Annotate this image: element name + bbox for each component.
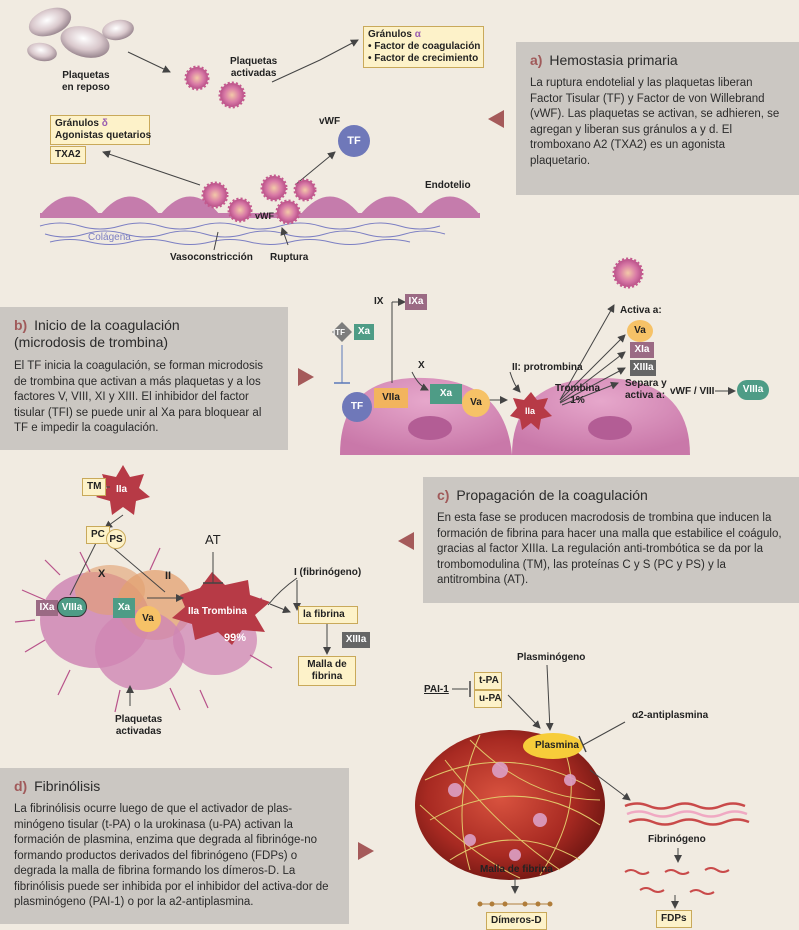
panel-a: a) Hemostasia primaria La ruptura endote… [516, 42, 799, 195]
iia-thrombin-label: IIa Trombina [188, 606, 247, 617]
panel-b-text: El TF inicia la coagulación, se forman m… [14, 360, 264, 434]
ps-circle: PS [106, 529, 126, 549]
panel-c-pointer [398, 532, 414, 550]
panel-c: c) Propagación de la coagulación En esta… [423, 477, 799, 603]
delta-granules-box: Gránulos δ Agonistas quetarios [50, 115, 151, 145]
plasmin-ellipse [523, 733, 583, 759]
panel-a-title: a) Hemostasia primaria [530, 52, 678, 68]
tpa-box: t-PA [474, 672, 502, 690]
vwf-viii-label: vWF / VIII [670, 386, 715, 397]
ixa-chip-c: IXa [36, 600, 58, 616]
resting-platelets-label: Plaquetas en reposo [62, 70, 110, 93]
ii-label-c: II [165, 570, 172, 582]
viiia-pill-b: VIIIa [737, 380, 769, 400]
d-dimers-box: Dímeros-D [486, 912, 547, 930]
vwf-small-label: vWF [255, 211, 274, 221]
fdps-box: FDPs [656, 910, 692, 928]
fibrin-box: la fibrina [298, 606, 358, 624]
itf-diamond [332, 322, 352, 342]
collagen-fibers [39, 222, 446, 245]
va-circle-b: Va [462, 389, 490, 417]
prothrombin-label: II: protrombina [512, 362, 583, 373]
xiiia-chip-c: XIIIa [342, 632, 370, 648]
separates-label: Separa y activa a: [625, 378, 667, 401]
viia-chip: VIIa [374, 388, 408, 408]
viiia-pill-c: VIIIa [57, 597, 87, 617]
iia-star-c [96, 465, 150, 515]
ix-label: IX [374, 296, 384, 307]
panel-d: d) Fibrinólisis La fibrinólisis ocurre l… [0, 768, 349, 924]
resting-platelets [27, 7, 134, 62]
panel-b-title: b) Inicio de la coagulación(microdosis d… [14, 317, 180, 350]
va-circle-activates: Va [627, 320, 653, 342]
thrombin-99pct: 99% [224, 632, 247, 644]
x-label-b: X [418, 360, 425, 371]
xiiia-chip-b: XIIIa [630, 360, 656, 376]
panel-b-pointer [298, 368, 314, 386]
activated-platelets-label: Plaquetas activadas [230, 56, 278, 79]
panel-d-pointer [358, 842, 374, 860]
iia-star-b [510, 392, 552, 430]
fibrin-mesh-box: Malla de fibrina [298, 656, 356, 686]
upa-box: u-PA [474, 690, 502, 708]
panel-d-title: d) Fibrinólisis [14, 778, 101, 794]
vwf-top-label: vWF [319, 116, 341, 127]
xa-chip-b: Xa [430, 384, 462, 404]
activated-platelet-mass [14, 547, 273, 713]
d-dimer-chains [477, 901, 553, 907]
xa-chip-itf: Xa [354, 324, 374, 340]
tf-circle-b: TF [342, 392, 372, 422]
panel-a-text: La ruptura endotelial y las plaquetas li… [530, 77, 780, 167]
plasmin-label: Plasmina [535, 740, 579, 751]
fdp-fragments [624, 867, 730, 895]
endothelium-label: Endotelio [425, 180, 471, 191]
plasminogen-label: Plasminógeno [517, 652, 586, 663]
pai1-label: PAI-1 [424, 684, 449, 695]
activates-label: Activa a: [620, 305, 662, 316]
panel-c-text: En esta fase se producen macrodosis de t… [437, 512, 782, 586]
tf-circle-a: TF [338, 125, 370, 157]
a2-antiplasmin-label: α2-antiplasmina [632, 710, 709, 721]
itf-label: ITF [333, 328, 345, 337]
collagen-label: Colágena [88, 232, 131, 243]
endothelium [40, 196, 480, 218]
vasoconstriction-label: Vasoconstricción [170, 252, 253, 263]
fibrinogen-label-d: Fibrinógeno [648, 834, 706, 845]
iia-thrombin-burst [172, 572, 270, 645]
at-label: AT [205, 532, 221, 547]
pc-box: PC [86, 526, 110, 544]
rupture-label: Ruptura [270, 252, 309, 263]
activated-platelets-label-c: Plaquetas activadas [115, 714, 163, 737]
iia-label-c: IIa [116, 484, 128, 495]
panel-d-text: La fibrinólisis ocurre luego de que el a… [14, 803, 329, 908]
tm-box: TM [82, 478, 107, 496]
txa2-box: TXA2 [50, 146, 86, 164]
va-circle-c: Va [135, 606, 161, 632]
alpha-granules-box: Gránulos α • Factor de coagulación • Fac… [363, 26, 484, 68]
fibrin-mesh-label-d: Malla de fibrina [480, 864, 553, 875]
panel-a-pointer [488, 110, 504, 128]
fibrinogen-label-c: I (fibrinógeno) [294, 567, 362, 578]
ixa-chip-b: IXa [405, 294, 427, 310]
activated-platelets [184, 65, 246, 109]
xa-chip-c: Xa [113, 598, 135, 618]
thrombin-1pct-label: Trombina 1% [555, 383, 601, 406]
xia-chip: XIa [630, 342, 654, 358]
panel-c-title: c) Propagación de la coagulación [437, 487, 648, 503]
fibrinogen-strands [624, 802, 750, 826]
adhered-platelets [201, 174, 317, 225]
x-label-c: X [98, 568, 106, 580]
panel-b: b) Inicio de la coagulación(microdosis d… [0, 307, 288, 450]
iia-label-b: IIa [525, 406, 536, 416]
platelet-b [612, 257, 644, 289]
